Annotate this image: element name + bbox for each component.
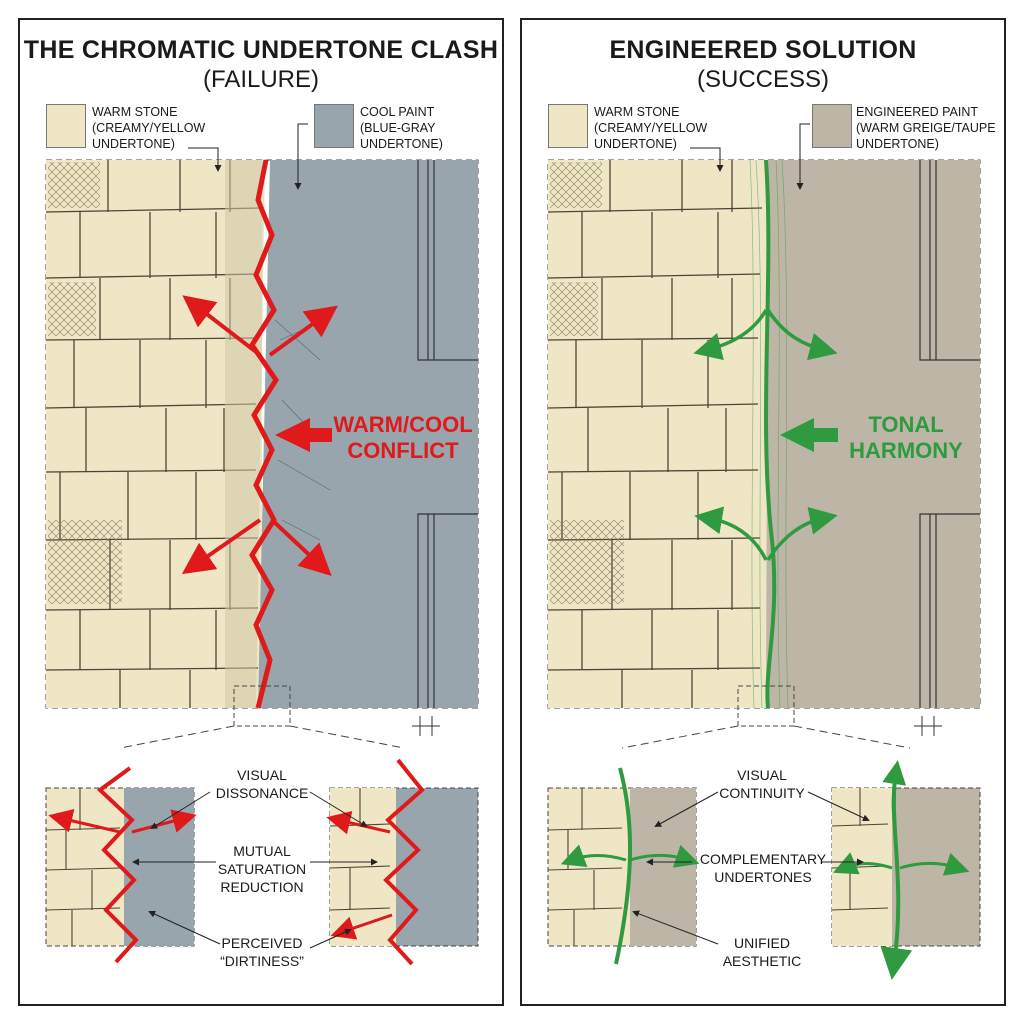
window-frame xyxy=(919,160,980,708)
window-frame xyxy=(417,160,478,708)
warm-stone-swatch xyxy=(46,104,86,148)
leader-lines xyxy=(632,123,870,945)
blend-lines xyxy=(749,159,789,709)
label-unified-aesthetic: UNIFIED AESTHETIC xyxy=(722,935,802,969)
engineered-paint-swatch xyxy=(812,104,852,148)
main-wall-section xyxy=(45,159,479,709)
zoom-lines xyxy=(119,725,405,749)
dimension-marks xyxy=(412,716,440,736)
harmony-pointer-arrow xyxy=(780,418,838,452)
success-title: ENGINEERED SOLUTION xyxy=(609,36,917,64)
label-saturation-reduction: MUTUAL SATURATION REDUCTION xyxy=(217,843,307,895)
warm-stone-legend: WARM STONE (CREAMY/YELLOW UNDERTONE) xyxy=(594,105,708,151)
leader-lines xyxy=(132,123,378,949)
clash-zigzag-line xyxy=(249,159,279,709)
success-panel: ENGINEERED SOLUTION (SUCCESS) WARM STONE… xyxy=(520,18,1006,1006)
warm-stone-legend: WARM STONE (CREAMY/YELLOW UNDERTONE) xyxy=(92,105,206,151)
harmony-arrows xyxy=(693,309,838,561)
cool-paint-legend: COOL PAINT (BLUE-GRAY UNDERTONE) xyxy=(360,105,443,151)
main-wall-section xyxy=(547,159,981,709)
warm-stone-swatch xyxy=(548,104,588,148)
label-complementary-undertones: COMPLEMENTARY UNDERTONES xyxy=(699,851,827,885)
label-visual-dissonance: VISUAL DISSONANCE xyxy=(215,767,309,801)
failure-illustration xyxy=(45,123,479,966)
failure-title: THE CHROMATIC UNDERTONE CLASH xyxy=(23,36,499,64)
failure-panel: THE CHROMATIC UNDERTONE CLASH (FAILURE) … xyxy=(18,18,504,1006)
zoom-marker xyxy=(737,685,795,727)
detail-left xyxy=(45,766,197,964)
detail-right xyxy=(326,758,479,966)
zoom-marker xyxy=(233,685,291,727)
failure-subtitle: (FAILURE) xyxy=(202,66,319,93)
harmony-callout: TONAL HARMONY xyxy=(849,412,963,463)
harmony-curve-line xyxy=(764,159,777,709)
detail-left xyxy=(547,767,700,965)
conflict-arrows xyxy=(181,295,338,576)
zoom-lines xyxy=(621,725,911,749)
label-perceived-dirtiness: PERCEIVED “DIRTINESS” xyxy=(220,935,304,969)
warm-stone-area xyxy=(548,160,770,708)
conflict-callout: WARM/COOL CONFLICT xyxy=(333,412,473,463)
conflict-pointer-arrow xyxy=(275,418,332,452)
success-subtitle: (SUCCESS) xyxy=(696,66,829,93)
cool-paint-swatch xyxy=(314,104,354,148)
dimension-marks xyxy=(914,716,942,736)
success-illustration xyxy=(547,123,981,980)
engineered-paint-area xyxy=(766,160,980,708)
engineered-paint-legend: ENGINEERED PAINT (WARM GREIGE/TAUPE UNDE… xyxy=(856,105,996,151)
detail-right xyxy=(831,760,981,980)
crosshatch-stone xyxy=(48,162,100,208)
label-visual-continuity: VISUAL CONTINUITY xyxy=(719,767,805,801)
